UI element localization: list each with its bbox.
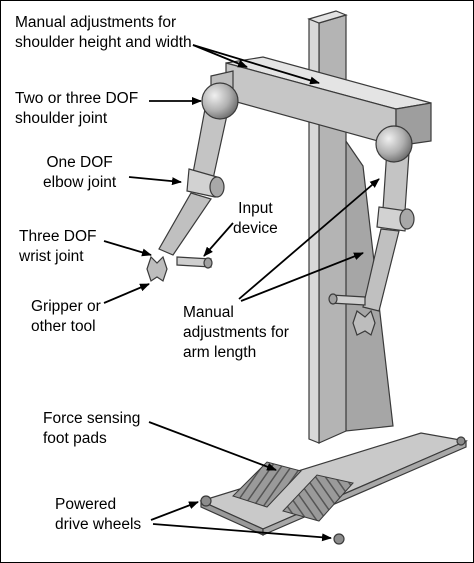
- label-drive-wheels: Powered drive wheels: [55, 495, 141, 535]
- foot-pads: [232, 461, 354, 522]
- arrow-wheels-right: [152, 523, 332, 542]
- label-arm-length: Manual adjustments for arm length: [183, 303, 289, 363]
- label-line: Manual: [183, 304, 234, 321]
- label-elbow-joint: One DOF elbow joint: [43, 153, 116, 193]
- arrow-input-device: [203, 222, 234, 257]
- left-arm: [146, 82, 239, 282]
- label-line: shoulder height and width: [15, 34, 192, 51]
- arrow-elbow-joint: [128, 176, 182, 186]
- label-foot-pads: Force sensing foot pads: [43, 409, 140, 449]
- arrow-gripper: [103, 283, 150, 304]
- arrow-foot-pads: [148, 421, 277, 471]
- label-line: elbow joint: [43, 174, 117, 191]
- label-line: drive wheels: [55, 516, 142, 533]
- label-line: wrist joint: [19, 248, 84, 265]
- label-line: Input: [238, 200, 273, 217]
- arrow-shoulder-adjust-right: [192, 44, 320, 85]
- arrow-wrist-joint: [103, 240, 152, 257]
- callout-arrows: [103, 44, 380, 542]
- label-line: Manual adjustments for: [15, 14, 177, 31]
- arrow-arm-length-upper: [238, 178, 380, 300]
- arrow-arm-length-lower: [240, 252, 364, 302]
- label-line: Force sensing: [43, 410, 141, 427]
- label-line: shoulder joint: [15, 110, 108, 127]
- label-gripper: Gripper or other tool: [31, 297, 101, 337]
- label-shoulder-adjust: Manual adjustments for shoulder height a…: [15, 13, 192, 53]
- label-line: adjustments for: [183, 324, 289, 341]
- label-line: device: [233, 220, 278, 237]
- label-line: Gripper or: [31, 298, 101, 315]
- label-line: One DOF: [46, 154, 113, 171]
- label-input-device: Input device: [233, 199, 278, 239]
- label-line: arm length: [183, 344, 257, 361]
- arrow-shoulder-adjust-left: [192, 44, 248, 68]
- label-line: other tool: [31, 318, 96, 335]
- right-arm: [328, 125, 415, 336]
- label-shoulder-joint: Two or three DOF shoulder joint: [15, 89, 138, 129]
- label-line: Two or three DOF: [15, 90, 139, 107]
- drive-wheels: [200, 436, 466, 545]
- label-line: Three DOF: [19, 228, 97, 245]
- label-wrist-joint: Three DOF wrist joint: [19, 227, 97, 267]
- label-line: Powered: [55, 496, 117, 513]
- arrow-wheels-left: [150, 501, 199, 521]
- label-line: foot pads: [43, 430, 107, 447]
